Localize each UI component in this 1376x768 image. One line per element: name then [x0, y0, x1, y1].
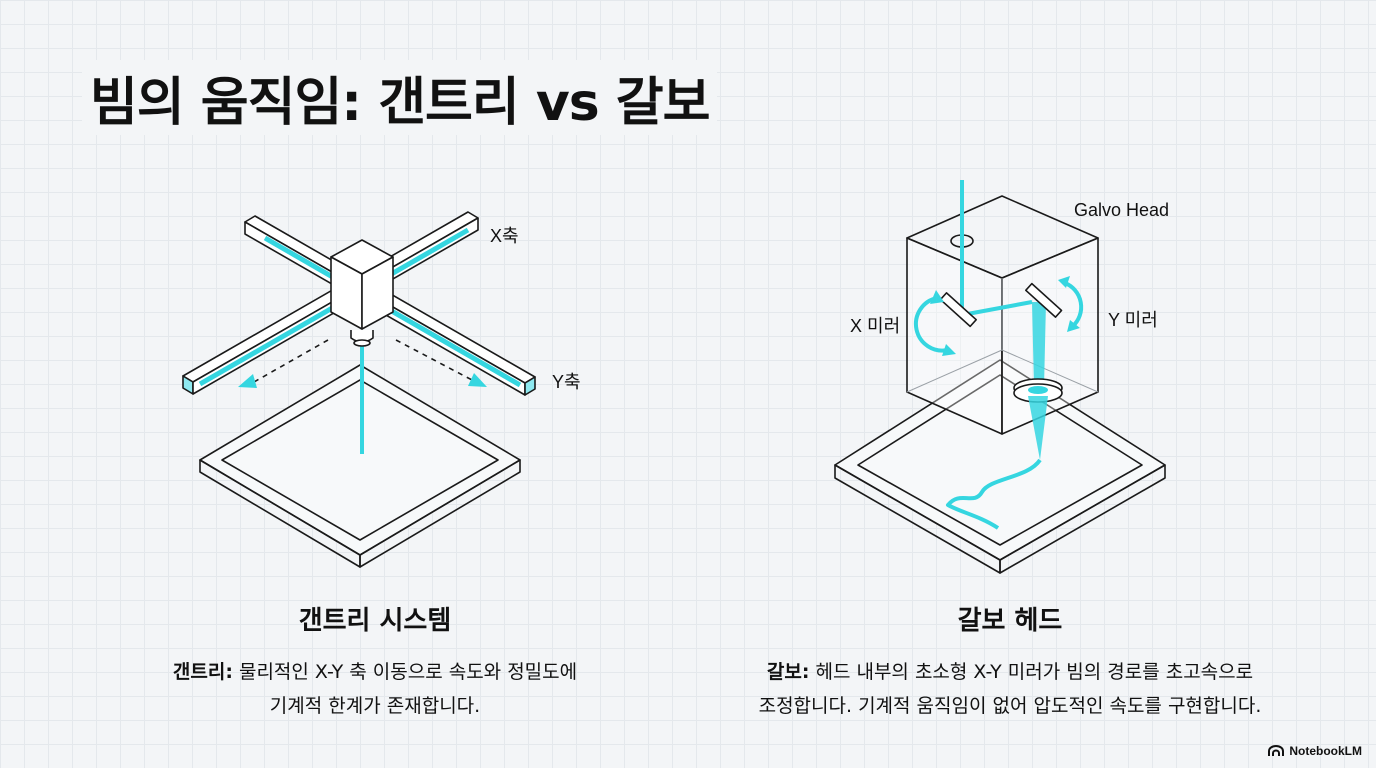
galvo-caption: 갈보 헤드 갈보: 헤드 내부의 초소형 X-Y 미러가 빔의 경로를 초고속으…: [710, 600, 1310, 723]
gantry-heading: 갠트리 시스템: [298, 606, 452, 636]
gantry-illustration: X축 Y축: [182, 211, 581, 568]
galvo-heading: 갈보 헤드: [957, 606, 1063, 636]
gantry-diagram: X축 Y축: [150, 160, 581, 580]
gantry-motion-line-left: [253, 339, 329, 383]
galvo-description: 갈보: 헤드 내부의 초소형 X-Y 미러가 빔의 경로를 초고속으로 조정합니…: [710, 655, 1310, 723]
gantry-motion-line-right: [395, 339, 473, 381]
gantry-x-axis-label: X축: [490, 226, 519, 246]
galvo-illustration: Galvo Head X 미러 Y 미러: [834, 180, 1169, 574]
galvo-scan-path: [946, 458, 1042, 530]
gantry-description: 갠트리: 물리적인 X-Y 축 이동으로 속도와 정밀도에 기계적 한계가 존재…: [75, 655, 675, 723]
page-title: 빔의 움직임: 갠트리 vs 갈보: [82, 60, 718, 135]
galvo-diagram: Galvo Head X 미러 Y 미러: [770, 160, 1210, 590]
galvo-head-box: [906, 195, 1099, 435]
galvo-y-mirror: [1024, 282, 1063, 318]
galvo-x-mirror-label: X 미러: [850, 316, 900, 336]
galvo-desc-line1: 헤드 내부의 초소형 X-Y 미러가 빔의 경로를 초고속으로: [809, 661, 1254, 683]
x-mirror-rotate-icon: [913, 296, 949, 353]
gantry-desc-line1: 물리적인 X-Y 축 이동으로 속도와 정밀도에: [232, 661, 578, 683]
gantry-y-axis-label: Y축: [552, 372, 581, 392]
galvo-focus-lens: [1013, 378, 1063, 403]
gantry-desc-line2: 기계적 한계가 존재합니다.: [269, 695, 481, 717]
gantry-arrow-left-icon: [238, 374, 257, 388]
notebooklm-brand: NotebookLM: [1268, 744, 1362, 758]
brand-name: NotebookLM: [1289, 744, 1362, 758]
galvo-x-mirror: [939, 292, 978, 328]
gantry-work-bed: [199, 364, 521, 568]
notebooklm-logo-icon: [1268, 745, 1285, 756]
gantry-caption: 갠트리 시스템 갠트리: 물리적인 X-Y 축 이동으로 속도와 정밀도에 기계…: [75, 600, 675, 723]
galvo-desc-line2: 조정합니다. 기계적 움직임이 없어 압도적인 속도를 구현합니다.: [758, 695, 1262, 717]
gantry-carriage-head: [330, 239, 394, 347]
galvo-y-mirror-label: Y 미러: [1108, 310, 1158, 330]
gantry-arrow-right-icon: [468, 373, 487, 387]
galvo-desc-term: 갈보:: [766, 661, 810, 683]
galvo-head-label: Galvo Head: [1074, 200, 1169, 220]
y-mirror-rotate-icon: [1064, 281, 1084, 328]
gantry-desc-term: 갠트리:: [172, 661, 233, 683]
galvo-work-bed: [834, 359, 1166, 574]
